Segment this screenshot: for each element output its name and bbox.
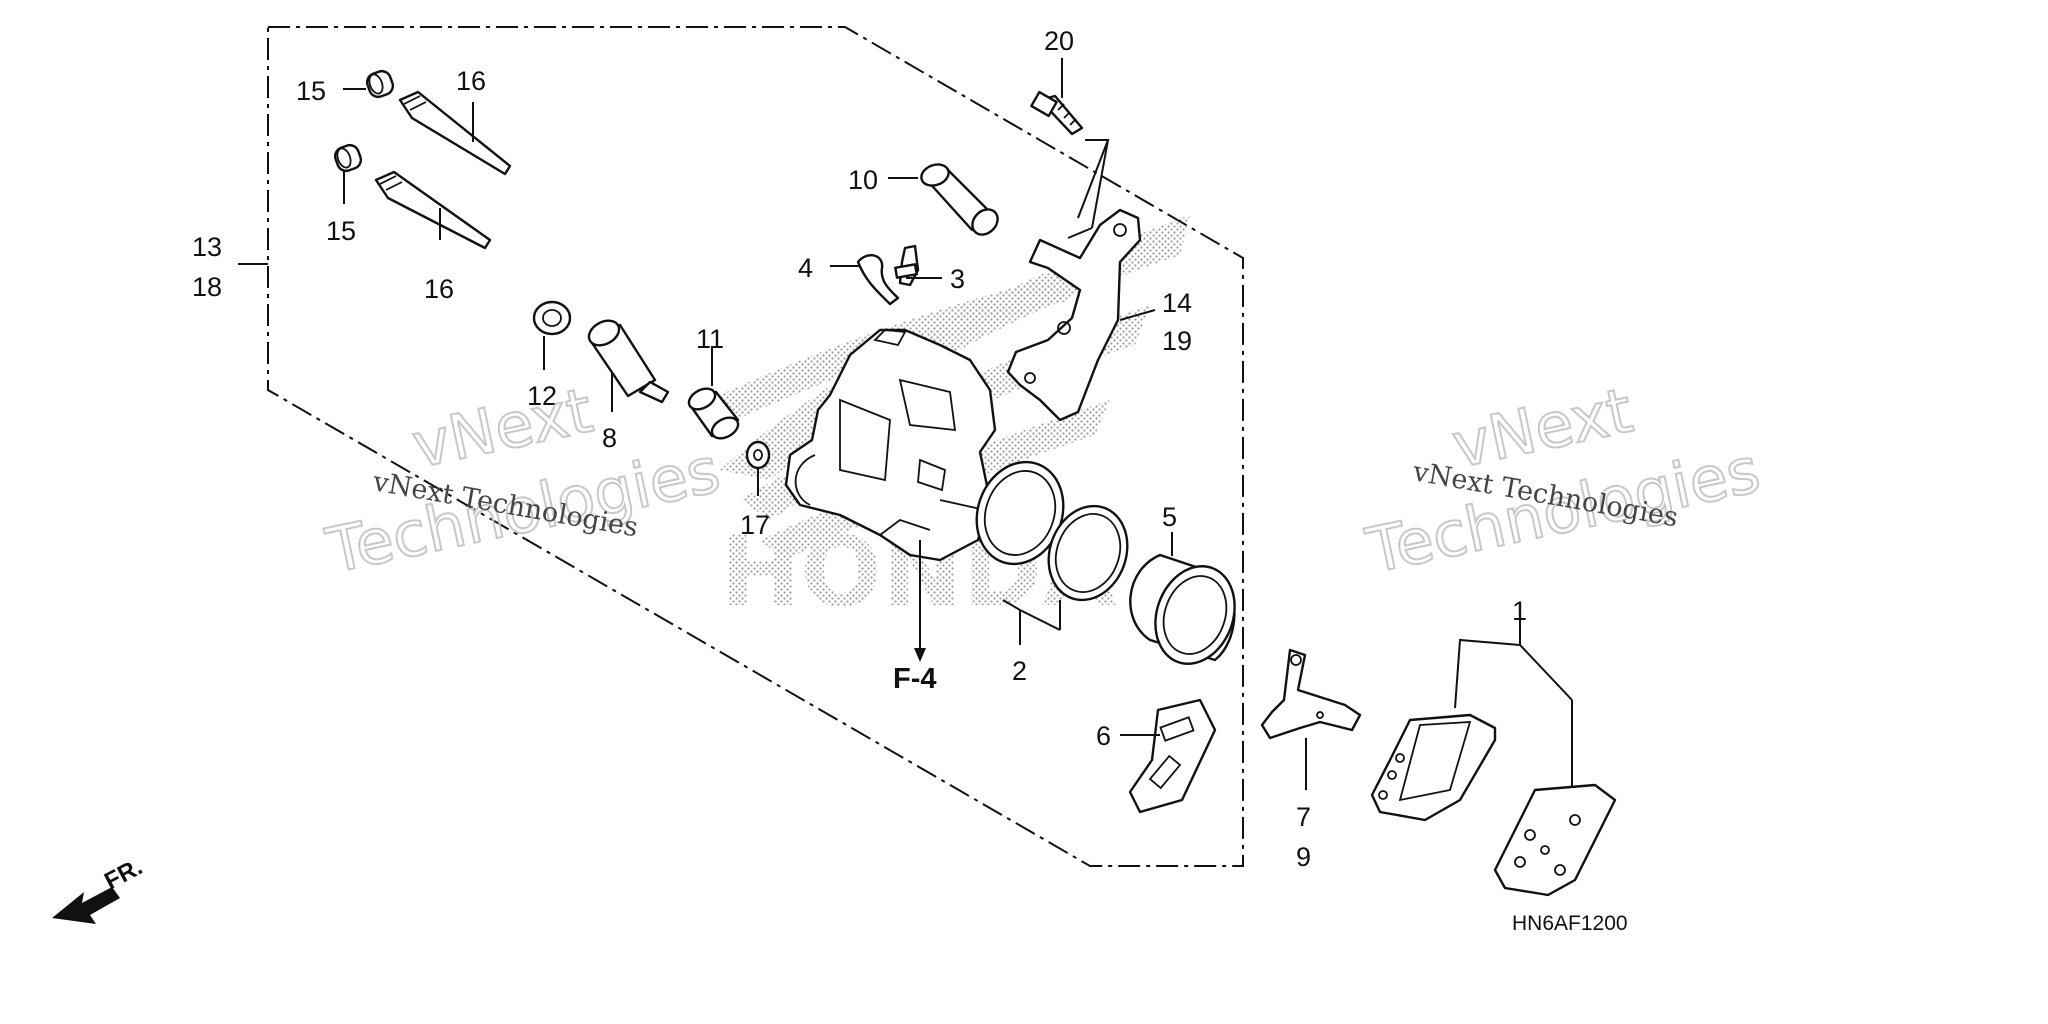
callout-11: 11 [696, 324, 724, 354]
callout-17: 17 [740, 510, 770, 540]
part-4-bleeder-cap [856, 254, 900, 306]
reference-label: F-4 [893, 663, 937, 695]
front-direction-marker: FR. [52, 853, 147, 924]
callout-16-lower: 16 [424, 274, 454, 304]
callout-9: 9 [1296, 842, 1311, 872]
caliper-body [784, 328, 997, 562]
callout-5: 5 [1162, 502, 1177, 532]
part-7-pad-spring [1260, 648, 1362, 740]
callout-18: 18 [192, 272, 222, 302]
callout-19: 19 [1162, 326, 1192, 356]
part-15-pin-boot-upper [365, 69, 395, 99]
callout-6: 6 [1096, 721, 1111, 751]
callout-12: 12 [527, 381, 557, 411]
part-20-bolt [1030, 90, 1084, 136]
part-1-brake-pad-front [1370, 713, 1497, 822]
callout-4: 4 [798, 253, 813, 283]
callout-10: 10 [848, 165, 878, 195]
callout-15-upper: 15 [296, 76, 326, 106]
part-1-brake-pad-rear [1493, 783, 1617, 897]
part-5-piston [1129, 553, 1236, 665]
callout-14: 14 [1162, 288, 1192, 318]
callout-1: 1 [1512, 596, 1527, 626]
part-6-pad-retainer [1128, 698, 1217, 814]
callout-13: 13 [192, 232, 222, 262]
front-marker-text: FR. [100, 853, 147, 895]
diagram-code: HN6AF1200 [1512, 912, 1628, 935]
part-17-washer [745, 440, 771, 470]
leader-lines [238, 58, 1573, 790]
callout-16-upper: 16 [456, 66, 486, 96]
callout-20: 20 [1044, 26, 1074, 56]
part-10-bolt [920, 163, 999, 236]
watermark-left: vNext Technologies [319, 372, 727, 588]
part-15-pin-boot-lower [333, 143, 363, 173]
callout-labels: 15 16 15 16 13 18 12 8 11 17 10 4 3 20 1… [192, 26, 1527, 872]
callout-2: 2 [1012, 656, 1027, 686]
callout-8: 8 [602, 423, 617, 453]
callout-7: 7 [1296, 802, 1311, 832]
callout-15-lower: 15 [326, 216, 356, 246]
assembly-frame [267, 26, 1244, 867]
part-12-seal [532, 300, 572, 336]
part-16-slide-pin-upper [398, 90, 512, 176]
watermark-right: vNext Technologies [1359, 372, 1767, 588]
callout-3: 3 [950, 264, 965, 294]
part-8-shaft [587, 319, 670, 404]
part-2-piston-seals [975, 460, 1129, 602]
part-3-bleeder-valve [894, 244, 920, 287]
part-14-caliper-bracket [1006, 208, 1142, 422]
part-11-boot [687, 387, 740, 440]
part-16-slide-pin-lower [374, 170, 492, 250]
